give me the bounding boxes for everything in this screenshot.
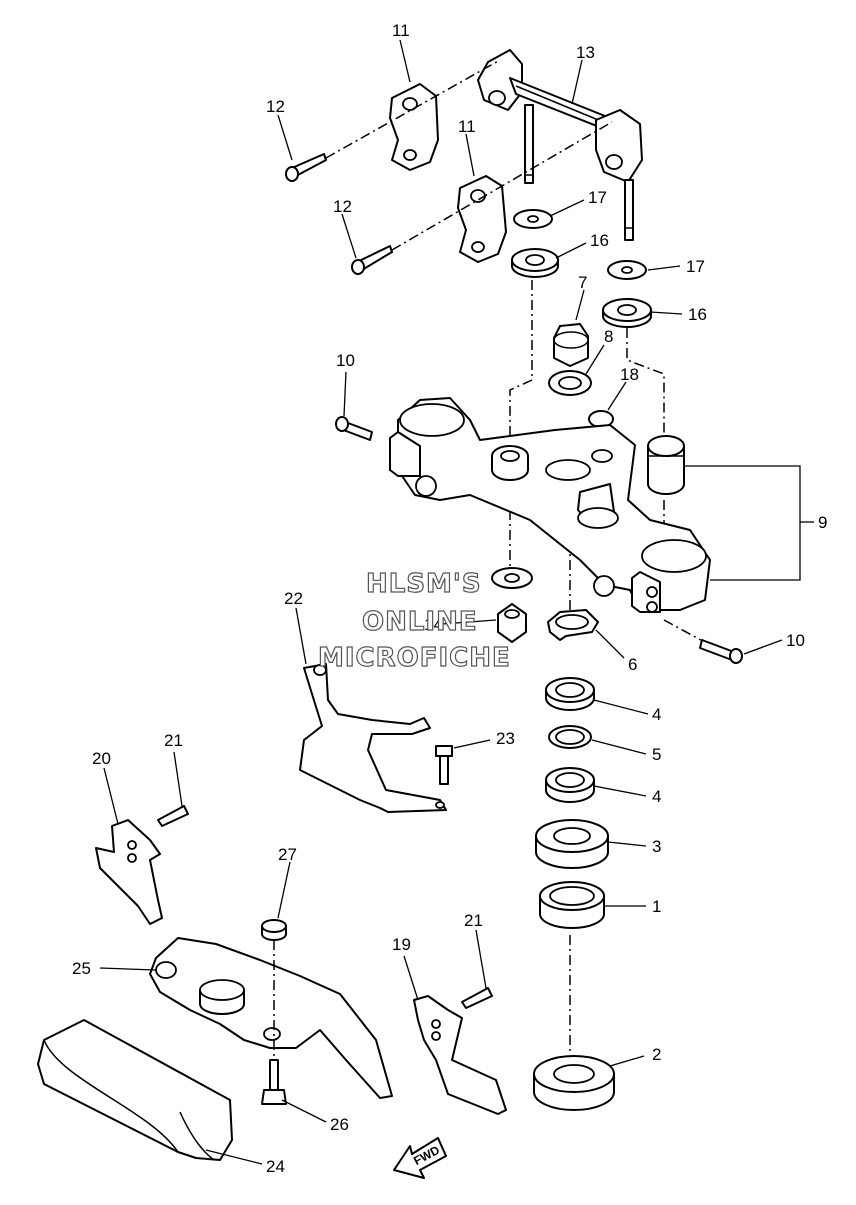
callout-19: 19 <box>392 935 411 954</box>
callout-27: 27 <box>278 845 297 864</box>
callout-2: 2 <box>652 1045 661 1064</box>
lock-washer-6 <box>547 609 599 641</box>
bracket-19 <box>413 995 507 1115</box>
callout-14: 14 <box>424 615 443 634</box>
callout-1: 1 <box>652 897 661 916</box>
watermark-line-2: ONLINE <box>362 607 478 637</box>
handlebar-lower-holder-11b <box>457 175 507 263</box>
callout-11: 11 <box>458 117 476 136</box>
bolt-26 <box>261 1059 287 1105</box>
watermark: HLSM'S ONLINE MICROFICHE <box>317 568 511 673</box>
callout-26: 26 <box>330 1115 349 1134</box>
bolt-23 <box>435 745 453 785</box>
fwd-arrow-icon: FWD <box>393 1137 447 1179</box>
callout-4: 4 <box>652 787 661 806</box>
callout-24: 24 <box>266 1157 285 1176</box>
bolt-10a <box>335 416 373 441</box>
callout-3: 3 <box>652 837 661 856</box>
callout-7: 7 <box>578 273 587 292</box>
ring-nut-4b <box>545 767 595 803</box>
upper-bracket <box>389 397 711 613</box>
callout-10: 10 <box>786 631 805 650</box>
screw-21a <box>157 805 189 827</box>
handlebar-upper-holder-13 <box>477 49 643 241</box>
callout-6: 6 <box>628 655 637 674</box>
handlebar-lower-holder-11a <box>389 83 439 171</box>
bracket-20 <box>95 819 163 925</box>
callout-20: 20 <box>92 749 111 768</box>
callout-17: 17 <box>588 188 607 207</box>
bearing-2 <box>533 1055 615 1111</box>
callout-10: 10 <box>336 351 355 370</box>
callout-21: 21 <box>464 911 483 930</box>
callout-12: 12 <box>266 97 285 116</box>
damper-16a <box>511 248 559 278</box>
collar-9 <box>647 435 685 495</box>
bolt-12b <box>351 245 393 275</box>
callout-8: 8 <box>604 327 613 346</box>
callout-5: 5 <box>652 745 661 764</box>
callout-11: 11 <box>392 21 410 40</box>
callout-18: 18 <box>620 365 639 384</box>
cover-3 <box>535 819 609 869</box>
callout-23: 23 <box>496 729 515 748</box>
cover-24 <box>37 1019 233 1161</box>
callout-13: 13 <box>576 43 595 62</box>
washer-5 <box>548 725 592 749</box>
callout-16: 16 <box>590 231 609 250</box>
callout-labels: 11 13 11 12 12 17 16 17 16 7 8 18 10 9 1… <box>72 21 827 1176</box>
watermark-line-1: HLSM'S <box>366 569 482 599</box>
bracket-22 <box>299 663 447 813</box>
washer-8 <box>548 370 592 396</box>
callout-17: 17 <box>686 257 705 276</box>
ring-nut-4a <box>545 677 595 711</box>
washer-17a <box>513 209 553 229</box>
leader-lines <box>99 39 783 1165</box>
bolt-12a <box>285 153 327 182</box>
washer-14 <box>491 567 533 589</box>
damper-16b <box>602 298 652 328</box>
washer-17b <box>607 260 647 280</box>
cap-nut-7 <box>553 323 589 367</box>
bearing-1 <box>539 881 605 929</box>
grommet-27 <box>261 919 287 941</box>
callout-4: 4 <box>652 705 661 724</box>
callout-12: 12 <box>333 197 352 216</box>
callout-25: 25 <box>72 959 91 978</box>
callout-16: 16 <box>688 305 707 324</box>
screw-21b <box>461 987 493 1009</box>
bolt-10b <box>699 639 743 664</box>
watermark-line-3: MICROFICHE <box>318 643 511 673</box>
callout-21: 21 <box>164 731 183 750</box>
nut-14 <box>497 603 527 643</box>
callout-9: 9 <box>818 513 827 532</box>
callout-22: 22 <box>284 589 303 608</box>
